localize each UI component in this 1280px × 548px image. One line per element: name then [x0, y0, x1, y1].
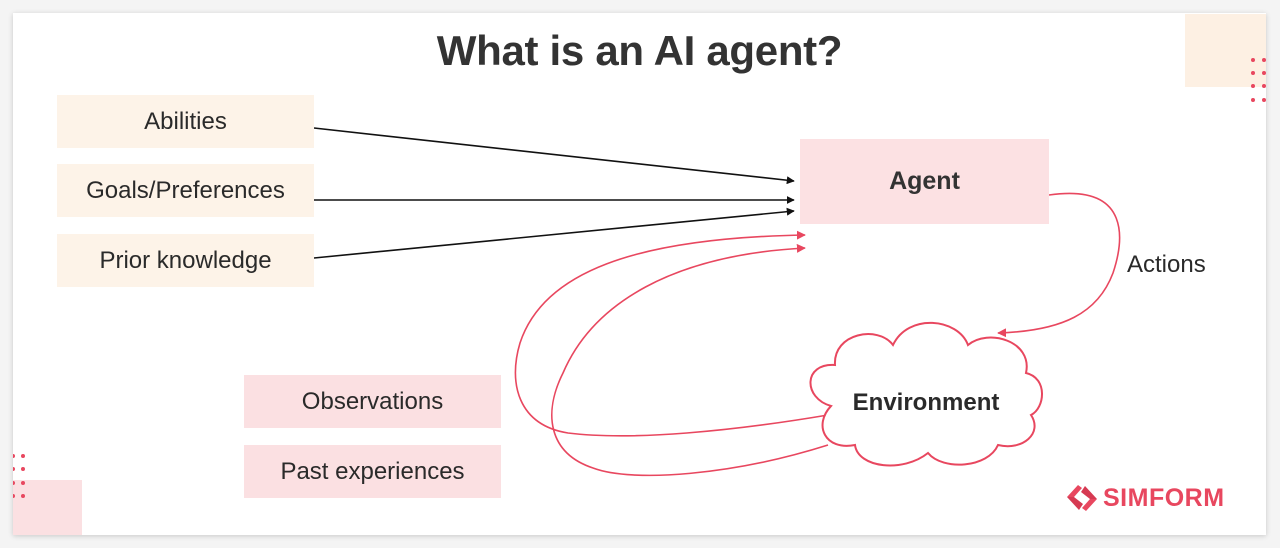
input-label: Prior knowledge — [99, 246, 272, 274]
input-box-prior-knowledge: Prior knowledge — [57, 234, 314, 287]
feedback-label: Observations — [301, 387, 444, 415]
environment-label: Environment — [852, 389, 1000, 416]
arrow-past-experiences-loop — [551, 243, 829, 477]
decorative-corner-block-bottom-left — [13, 480, 82, 535]
agent-box: Agent — [800, 139, 1049, 224]
input-label: Abilities — [144, 107, 227, 135]
agent-label: Agent — [889, 167, 960, 195]
arrow-knowledge-to-agent — [313, 207, 795, 259]
input-box-abilities: Abilities — [57, 95, 314, 148]
brand-name: SIMFORM — [1103, 483, 1225, 512]
arrow-observations-loop — [514, 230, 829, 437]
page-title: What is an AI agent? — [436, 27, 843, 74]
feedback-box-past-experiences: Past experiences — [244, 445, 501, 498]
brand-logo: SIMFORM — [1065, 483, 1225, 513]
input-box-goals-preferences: Goals/Preferences — [57, 164, 314, 217]
slide-card: What is an AI agent? Abilities Goals/Pre… — [13, 13, 1266, 535]
arrow-abilities-to-agent — [313, 127, 795, 185]
arrow-actions — [997, 192, 1121, 338]
feedback-label: Past experiences — [280, 457, 465, 485]
simform-logo-icon — [1067, 485, 1097, 511]
actions-label: Actions — [1127, 251, 1206, 278]
input-label: Goals/Preferences — [86, 176, 285, 204]
feedback-box-observations: Observations — [244, 375, 501, 428]
diagram-connectors — [313, 127, 1121, 477]
environment-cloud-shape — [809, 321, 1043, 467]
